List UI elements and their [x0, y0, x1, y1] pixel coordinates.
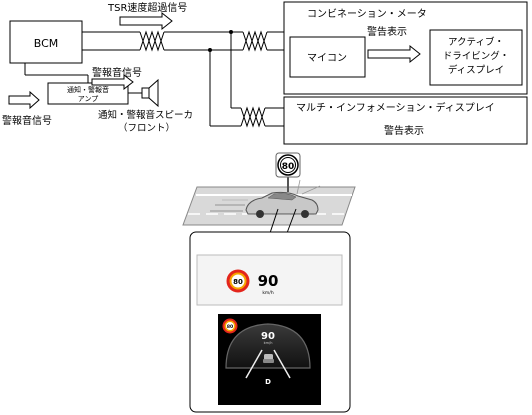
speaker-icon: [141, 78, 159, 108]
hud-gear-indicator: D: [265, 378, 271, 386]
twisted-pair-bcm: [139, 30, 165, 52]
car-icon: [245, 191, 319, 218]
twisted-pair-mid: [240, 106, 266, 128]
speed-limit-sign-road: 80: [275, 152, 301, 178]
speaker-label-1: 通知・警報音スピーカ: [98, 109, 193, 121]
bcm-box: [9, 20, 83, 64]
hud-speed-sign-icon: 80: [222, 318, 238, 334]
warning-display-arrow-icon: [367, 44, 421, 64]
amp-label-2: アンプ: [78, 95, 99, 103]
road-scene: [182, 175, 356, 226]
hud-sign-value: 80: [227, 324, 233, 330]
active-driving-display-label-1: アクティブ・: [448, 36, 504, 48]
amp-box: [47, 82, 129, 105]
hud-speed-value: 90: [261, 331, 275, 342]
active-driving-display-label-2: ドライビング・: [443, 50, 510, 62]
warning-display-label-mid: 警告表示: [384, 124, 424, 137]
multi-info-display-label: マルチ・インフォメーション・ディスプレイ: [296, 101, 495, 114]
microcomputer-label: マイコン: [307, 53, 347, 64]
mid-speed-value: 90: [258, 272, 279, 290]
wiring: [24, 30, 284, 128]
bcm-label: BCM: [34, 37, 59, 50]
mid-speed-unit: km/h: [262, 290, 274, 296]
speaker-label-2: （フロント）: [118, 122, 175, 134]
hud-lead-car-icon: [263, 354, 274, 363]
tsr-signal-label: TSR速度超過信号: [107, 1, 187, 14]
mid-sign-value: 80: [233, 278, 243, 286]
road-sign-value: 80: [282, 162, 295, 172]
alarm-signal-top-label: 警報音信号: [92, 66, 142, 79]
active-driving-display-box: [429, 29, 523, 86]
mid-panel: 80 90 km/h: [196, 254, 343, 306]
warning-display-label-meter: 警告表示: [367, 25, 407, 38]
hud-lane-left: [245, 349, 263, 379]
alarm-signal-arrow-left-icon: [8, 90, 40, 110]
amp-label-1: 通知・警報音: [67, 85, 109, 94]
twisted-pair-meter: [242, 30, 268, 52]
active-driving-display-label-3: ディスプレイ: [448, 64, 504, 76]
alarm-signal-left-label: 警報音信号: [2, 114, 52, 127]
multi-info-display-box: [283, 96, 528, 145]
hud-panel: 80 90 km/h D: [218, 314, 321, 405]
hud-speed-unit: km/h: [264, 341, 273, 345]
hud-lane-right: [273, 349, 291, 379]
combination-meter-label: コンビネーション・メータ: [307, 8, 427, 20]
microcomputer-box: [289, 36, 366, 78]
hud-gauge-arc: [225, 323, 311, 369]
tsr-signal-arrow-icon: [119, 11, 173, 31]
alarm-signal-arrow-top-icon: [91, 73, 134, 91]
mid-speed-sign-icon: 80: [226, 269, 250, 293]
